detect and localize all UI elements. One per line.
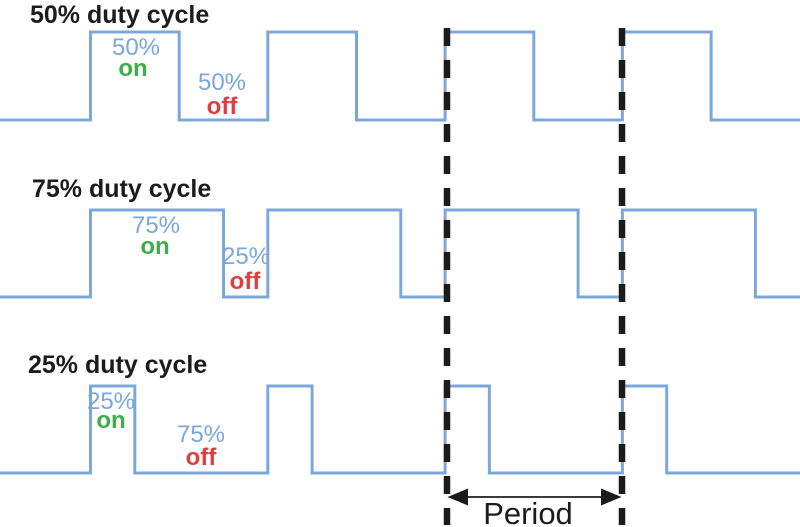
title-25-duty-cycle: 25% duty cycle (28, 351, 207, 379)
waveform-75-percent-duty (0, 208, 800, 299)
row1-off-percent-label: 50% (198, 69, 246, 96)
row3-off-percent-label: 75% (177, 421, 225, 448)
period-arrow-left-head (447, 488, 468, 506)
title-75-duty-cycle: 75% duty cycle (32, 175, 211, 203)
waveform-50-percent-duty (0, 30, 800, 122)
row2-off-percent-label: 25% (222, 243, 270, 270)
row1-off-word: off (207, 93, 239, 120)
row2-off-word: off (230, 268, 262, 295)
row3-on-percent-label: 25% (87, 388, 135, 415)
row3-off-word: off (186, 444, 218, 471)
title-50-duty-cycle: 50% duty cycle (30, 1, 209, 29)
row1-on-percent-label: 50% (112, 34, 160, 61)
row3-on-word: on (96, 407, 125, 434)
row2-on-word: on (140, 233, 169, 260)
period-label: Period (483, 496, 573, 527)
row2-on-percent-label: 75% (132, 212, 180, 239)
period-arrow (447, 488, 622, 506)
waveform-25-percent-duty (0, 384, 800, 475)
period-arrow-right-head (601, 488, 622, 506)
row1-on-word: on (118, 55, 147, 82)
